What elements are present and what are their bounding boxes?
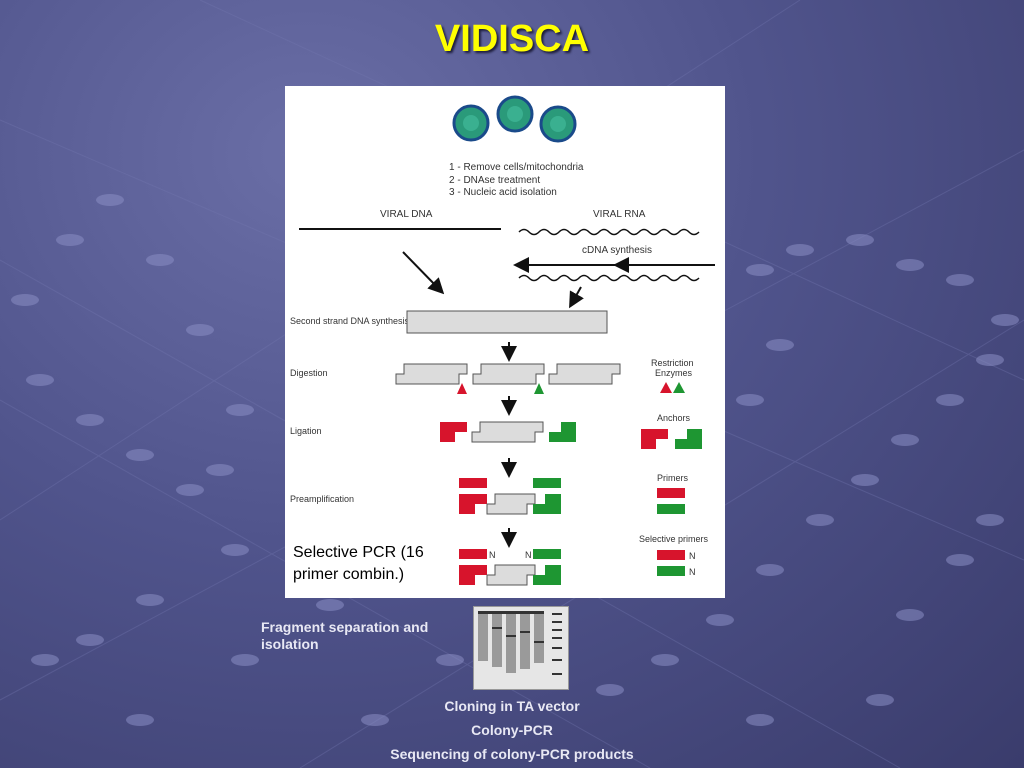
step-3: 3 - Nucleic acid isolation bbox=[449, 187, 557, 198]
gel-electrophoresis-icon bbox=[474, 607, 568, 689]
digestion-label: Digestion bbox=[290, 368, 328, 378]
anchors-label: Anchors bbox=[657, 413, 691, 423]
fragment-3 bbox=[548, 363, 621, 385]
selected-fragment bbox=[486, 564, 536, 586]
green-selective-primer bbox=[533, 549, 561, 559]
dna-arrow-icon bbox=[402, 251, 445, 295]
enzymes-label: Enzymes bbox=[655, 368, 693, 378]
selective-pcr-label: Selective PCR (16 primer combin.) bbox=[287, 538, 439, 598]
red-anchor bbox=[459, 494, 487, 514]
green-anchor bbox=[533, 494, 561, 514]
viral-rna-label: VIRAL RNA bbox=[593, 209, 646, 220]
step-2: 2 - DNAse treatment bbox=[449, 175, 540, 186]
primers-label: Primers bbox=[657, 473, 688, 483]
cloning-caption: Cloning in TA vector bbox=[444, 698, 580, 714]
virus-particles-icon bbox=[452, 95, 577, 143]
cdna-label: cDNA synthesis bbox=[582, 245, 652, 256]
n-label: N bbox=[489, 550, 496, 560]
red-selective-primer bbox=[459, 549, 487, 559]
legend-green-anchor bbox=[675, 429, 702, 449]
fragment-separation-caption: Fragment separation and isolation bbox=[261, 619, 429, 652]
selective-primers-label: Selective primers bbox=[639, 534, 709, 544]
slide-title: VIDISCA bbox=[434, 18, 590, 60]
legend-red-anchor bbox=[641, 429, 668, 449]
green-anchor bbox=[533, 565, 561, 585]
preamplification-label: Preamplification bbox=[290, 494, 354, 504]
gel-image bbox=[473, 606, 569, 690]
vidisca-diagram-panel: 1 - Remove cells/mitochondria 2 - DNAse … bbox=[285, 86, 725, 598]
fragment-2 bbox=[472, 363, 545, 385]
red-anchor bbox=[459, 565, 487, 585]
vidisca-diagram: 1 - Remove cells/mitochondria 2 - DNAse … bbox=[290, 95, 715, 586]
ligated-fragment bbox=[471, 421, 544, 443]
rna-template-strand bbox=[518, 274, 700, 282]
legend-red-selective-primer bbox=[657, 550, 685, 560]
legend-green-primer bbox=[657, 504, 685, 514]
red-enzyme-icon bbox=[457, 383, 467, 394]
green-enzyme-icon bbox=[534, 383, 544, 394]
red-primer bbox=[459, 478, 487, 488]
green-anchor bbox=[549, 422, 576, 442]
n-label: N bbox=[689, 551, 696, 561]
fragment-1 bbox=[395, 363, 468, 385]
viral-rna-strand bbox=[518, 228, 700, 236]
red-anchor bbox=[440, 422, 467, 442]
legend-green-enzyme-icon bbox=[673, 382, 685, 393]
viral-dna-label: VIRAL DNA bbox=[380, 209, 433, 220]
rna-arrow-icon bbox=[569, 286, 584, 309]
n-label: N bbox=[525, 550, 532, 560]
step-1: 1 - Remove cells/mitochondria bbox=[449, 162, 584, 173]
second-strand-label: Second strand DNA synthesis bbox=[290, 316, 410, 326]
restriction-label: Restriction bbox=[651, 358, 694, 368]
green-primer bbox=[533, 478, 561, 488]
ligation-label: Ligation bbox=[290, 426, 322, 436]
legend-red-primer bbox=[657, 488, 685, 498]
n-label: N bbox=[689, 567, 696, 577]
dsdna-block bbox=[406, 310, 608, 334]
sequencing-caption: Sequencing of colony-PCR products bbox=[390, 746, 634, 762]
legend-red-enzyme-icon bbox=[660, 382, 672, 393]
colony-pcr-caption: Colony-PCR bbox=[471, 722, 553, 738]
legend-green-selective-primer bbox=[657, 566, 685, 576]
amplified-fragment bbox=[486, 493, 536, 515]
